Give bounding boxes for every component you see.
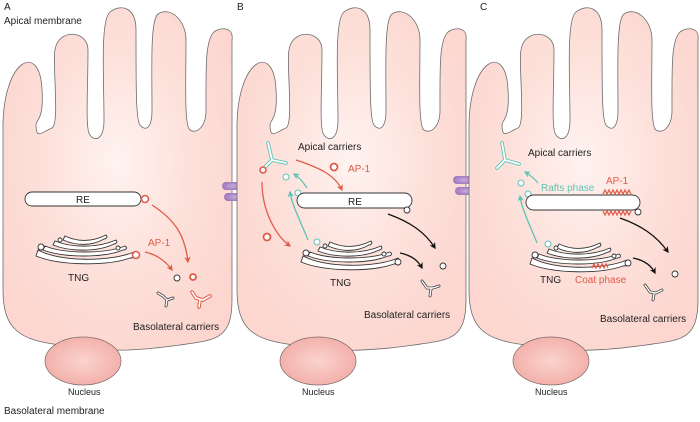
nucleus	[279, 336, 357, 386]
ap1-arrow-to-tng	[261, 181, 292, 247]
basolateral-membrane-label: Basolateral membrane	[4, 406, 105, 417]
nucleus-label: Nucleus	[535, 387, 568, 397]
panel-letter-c: C	[480, 2, 487, 13]
panel-b: Nucleus Apical carriers AP-1 RE	[236, 7, 467, 397]
rafts-arrow-from-tng	[517, 194, 538, 244]
panel-letter-a: A	[4, 2, 11, 13]
ap1-coated-vesicle	[262, 232, 272, 242]
apical-arrow-from-re	[292, 173, 308, 189]
apical-vesicle	[313, 238, 321, 246]
nucleus-label: Nucleus	[302, 387, 335, 397]
recycling-endosome	[296, 192, 413, 209]
panel-c: Nucleus Apical carriers Rafts phase AP-1	[468, 7, 699, 397]
apical-carriers-label: Apical carriers	[528, 148, 591, 159]
golgi-tng	[300, 240, 402, 271]
basolateral-carriers-label: Basolateral carriers	[133, 322, 219, 333]
ap1-arrow-from-tng	[144, 251, 173, 272]
ap1-coat-top	[602, 188, 632, 196]
ap1-coated-vesicle	[259, 166, 267, 174]
ap1-label: AP-1	[606, 176, 629, 187]
ap1-arrow-from-re	[151, 204, 191, 264]
re-label: RE	[348, 197, 362, 208]
apical-vesicle	[517, 179, 525, 187]
rafts-arrow-from-re	[523, 171, 539, 184]
tng-label: TNG	[68, 273, 89, 284]
ap1-label: AP-1	[348, 164, 371, 175]
tng-label: TNG	[330, 278, 351, 289]
basolateral-arrow-from-re	[387, 213, 436, 250]
panel-letter-b: B	[237, 2, 244, 13]
golgi-tng	[35, 234, 137, 265]
panel-a: Nucleus RE TNG AP-1 Basolateral carriers	[2, 7, 233, 397]
ap1-coated-vesicle	[189, 273, 197, 281]
basolateral-carriers-label: Basolateral carriers	[364, 310, 450, 321]
basolateral-arrow-from-tng	[399, 252, 423, 270]
basolateral-carriers-label: Basolateral carriers	[600, 314, 686, 325]
rafts-phase-label: Rafts phase	[541, 183, 595, 194]
ap1-coated-vesicle	[131, 250, 141, 260]
basolateral-arrow-from-tng	[632, 257, 656, 275]
recycling-endosome	[525, 194, 641, 211]
coat-phase-label: Coat phase	[575, 275, 627, 286]
cell-body	[236, 7, 467, 351]
apical-vesicle	[544, 240, 552, 248]
tng-label: TNG	[540, 275, 561, 286]
ap1-coated-vesicle	[329, 162, 339, 172]
ap1-label: AP-1	[148, 238, 171, 249]
coat-phase-zigzag	[591, 262, 609, 270]
basolateral-vesicle	[671, 270, 679, 278]
nucleus	[512, 336, 590, 386]
apical-carriers-label: Apical carriers	[298, 142, 361, 153]
apical-vesicle	[282, 173, 290, 181]
cell-body	[468, 7, 699, 351]
ap1-coat-bottom	[602, 209, 632, 217]
ap1-coated-vesicle	[140, 194, 150, 204]
nucleus-label: Nucleus	[68, 387, 101, 397]
basolateral-vesicle	[173, 274, 181, 282]
re-label: RE	[76, 195, 90, 206]
basolateral-vesicle	[439, 262, 447, 270]
apical-membrane-label: Apical membrane	[4, 16, 82, 27]
nucleus	[44, 336, 122, 386]
basolateral-arrow-from-re	[619, 217, 669, 254]
apical-arrow-from-tng	[287, 190, 309, 241]
ap1-arrow-to-re	[295, 159, 343, 192]
